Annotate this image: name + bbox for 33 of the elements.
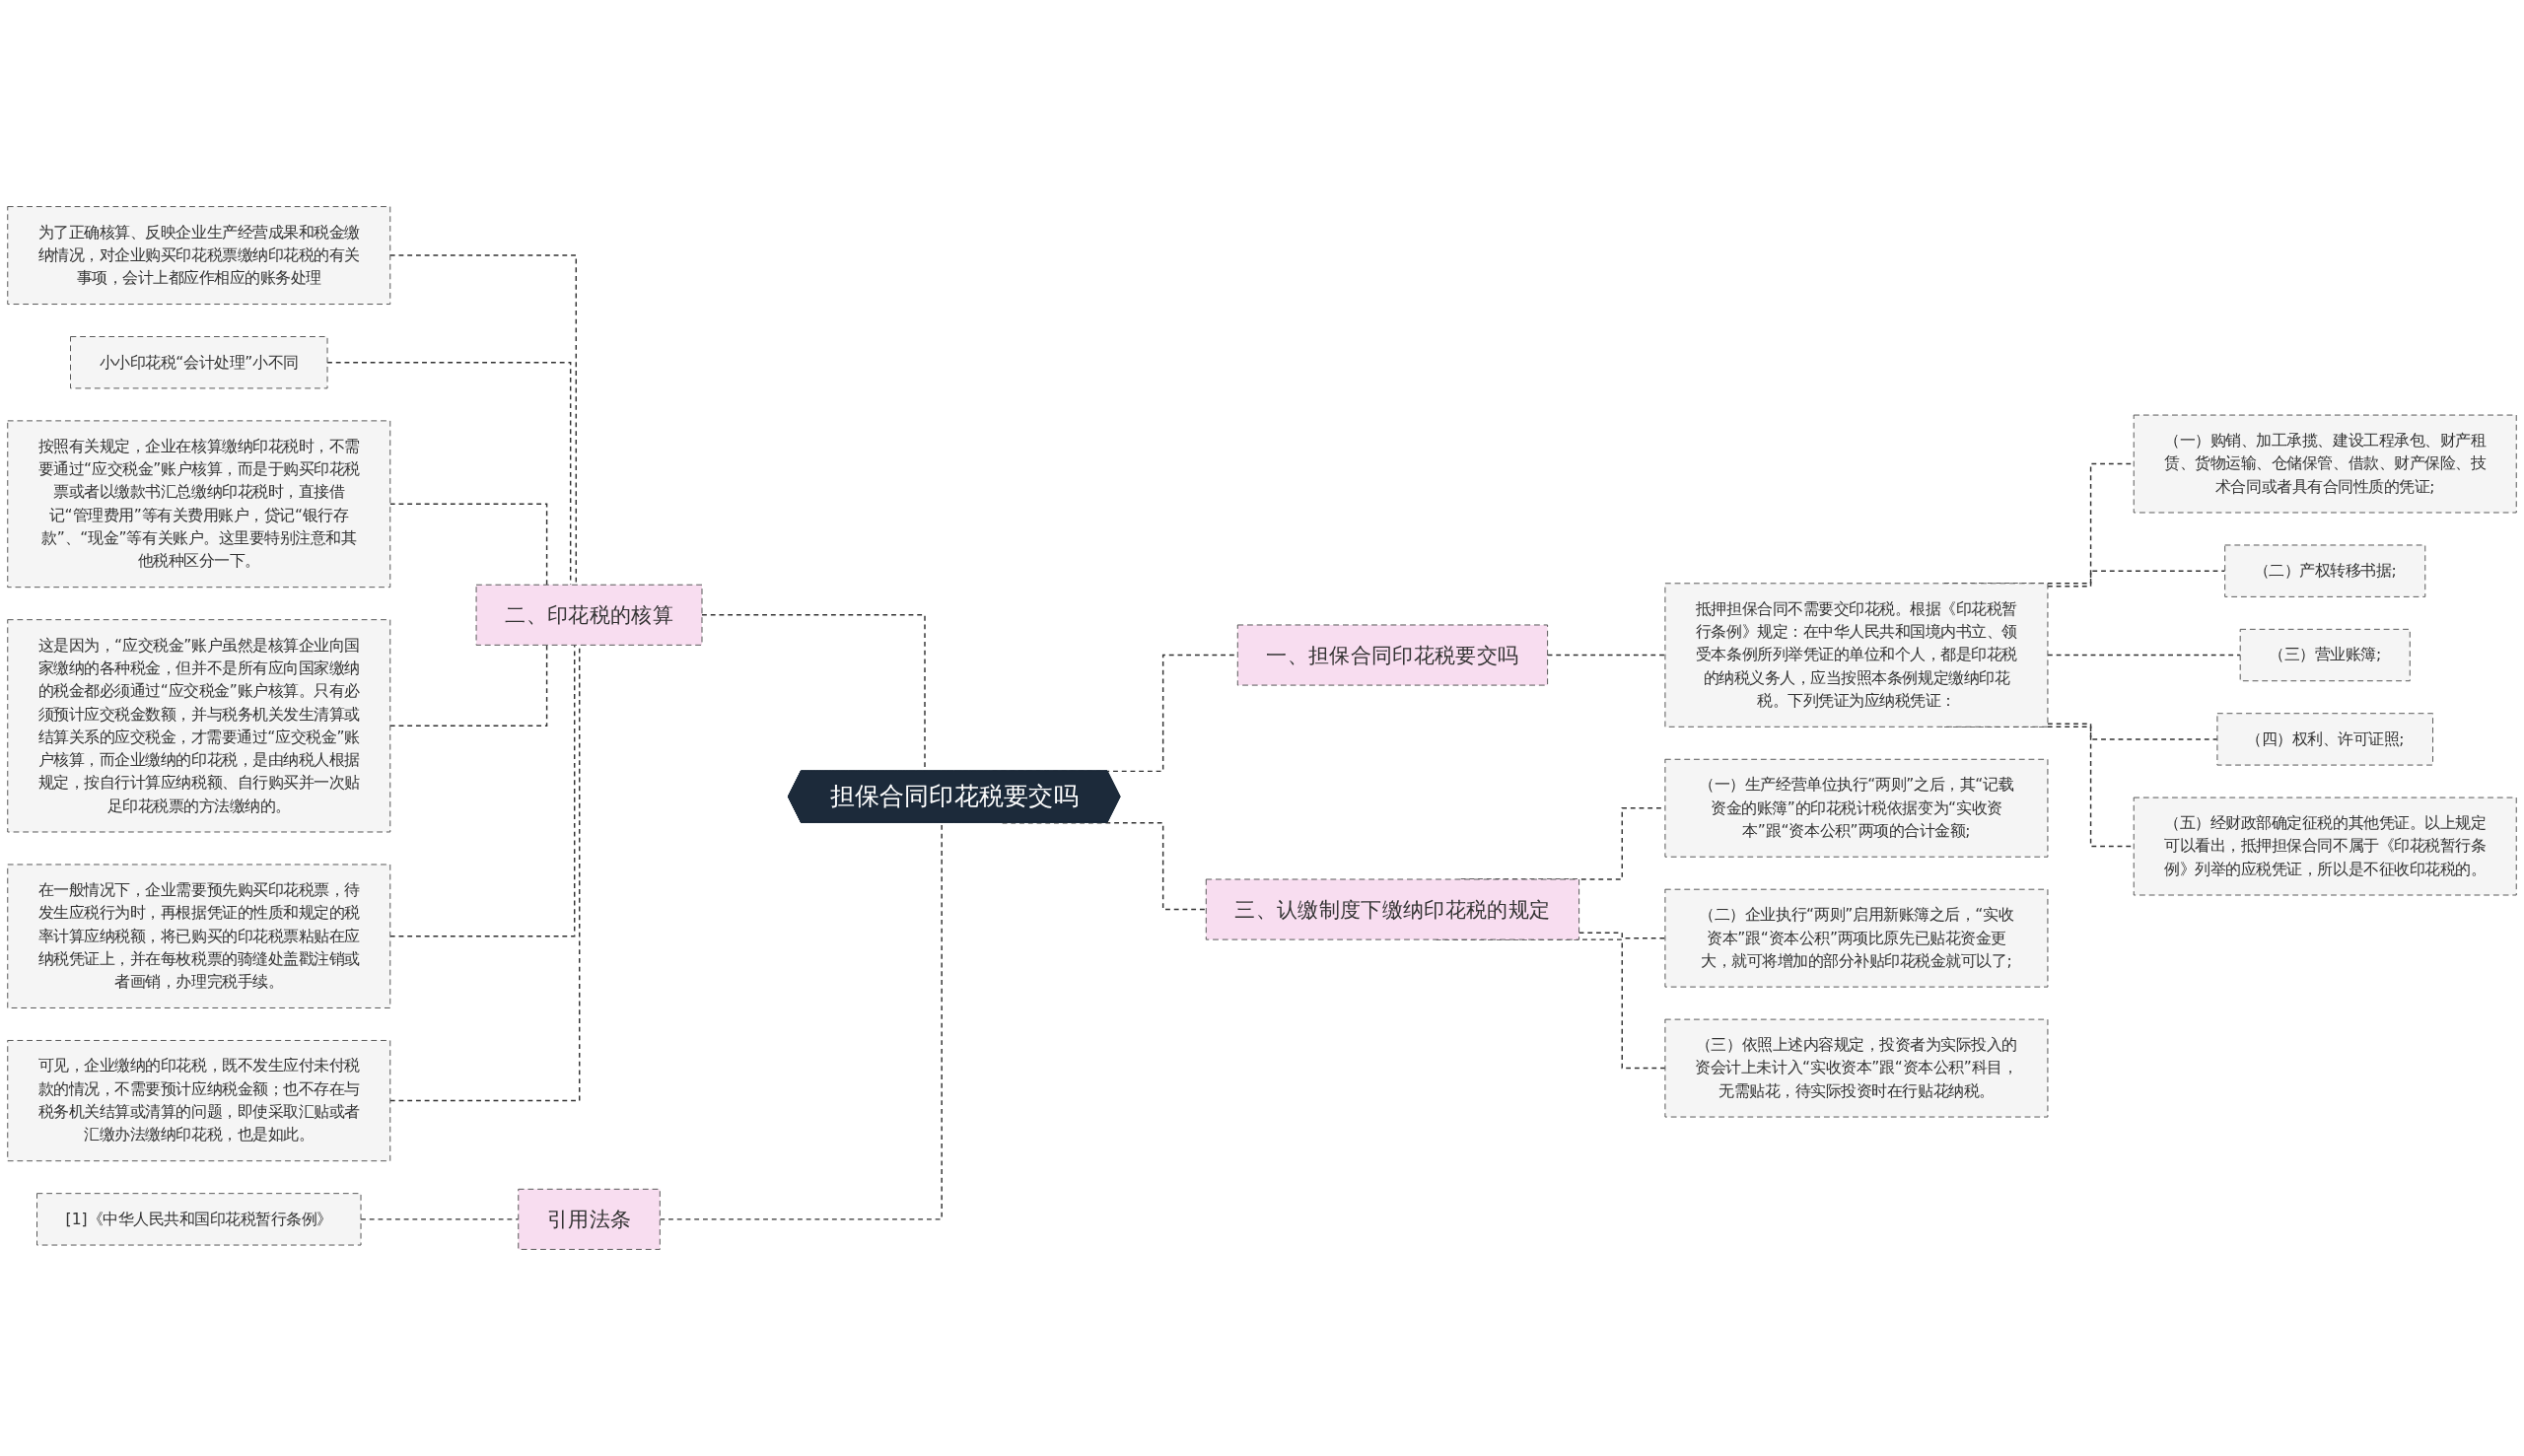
node-box: 在一般情况下，企业需要预先购买印花税票，待发生应税行为时，再根据凭证的性质和规定的税率计算应纳税额，将已购买的印花税票粘贴在应纳税凭证上，并在每枚税票的骑缝处盖戳注销或者画销，办理完税手续。 bbox=[7, 864, 391, 1008]
node-box: （四）权利、许可证照; bbox=[2216, 713, 2434, 766]
connector bbox=[1578, 932, 1666, 939]
connector bbox=[389, 644, 576, 937]
node-box: 小小印花税“会计处理”小不同 bbox=[70, 336, 328, 389]
node-box: （三）营业账簿; bbox=[2239, 628, 2411, 682]
node-box: （五）经财政部确定征税的其他凭证。以上规定可以看出，抵押担保合同不属于《印花税暂行条例》列举的应税凭证，所以是不征收印花税的。 bbox=[2133, 797, 2517, 896]
node-box: 二、印花税的核算 bbox=[475, 584, 703, 646]
node-box: 为了正确核算、反映企业生产经营成果和税金缴纳情况，对企业购买印花税票缴纳印花税的有关事项，会计上都应作相应的账务处理 bbox=[7, 206, 391, 305]
connector bbox=[389, 254, 577, 586]
node-box: [1]《中华人民共和国印花税暂行条例》 bbox=[36, 1193, 362, 1246]
node-box: （一）购销、加工承揽、建设工程承包、财产租赁、货物运输、仓储保管、借款、财产保险、技术合同或者具有合同性质的凭证; bbox=[2133, 414, 2517, 514]
connector bbox=[1546, 654, 1666, 657]
connector bbox=[659, 822, 943, 1220]
connector bbox=[2047, 654, 2241, 657]
connector bbox=[2047, 723, 2218, 740]
node-box: （二）企业执行“两则”启用新账簿之后，“实收资本”跟“资本公积”两项比原先已贴花资金更大，就可将增加的部分补贴印花税金就可以了; bbox=[1664, 888, 2049, 988]
connector bbox=[389, 644, 581, 1102]
node-box: 引用法条 bbox=[518, 1188, 661, 1250]
node-box: （三）依照上述内容规定，投资者为实际投入的资会计上未计入“实收资本”跟“资本公积”科目，无需贴花，待实际投资时在行贴花纳税。 bbox=[1664, 1018, 2049, 1118]
node-box: 这是因为，“应交税金”账户虽然是核算企业向国家缴纳的各种税金，但并不是所有应向国家缴纳的税金都必须通过“应交税金”账户核算。只有必须预计应交税金数额，并与税务机关发生清算或结算关系的应交税金，才需要通过“应交税金”账户核算，而企业缴纳的印花税，是由纳税人根据规定，按自行计算应纳税额、自行购买并一次贴足印花税票的方法缴纳的。 bbox=[7, 619, 391, 833]
node-box: （二）产权转移书据; bbox=[2224, 544, 2426, 597]
connector bbox=[2047, 570, 2226, 588]
node-box: 一、担保合同印花税要交吗 bbox=[1236, 624, 1549, 686]
node-box: 按照有关规定，企业在核算缴纳印花税时，不需要通过“应交税金”账户核算，而是于购买印花税票或者以缴款书汇总缴纳印花税时，直接借记“管理费用”等有关费用账户，贷记“银行存款”、“现金”等有关账户。这里要特别注意和其他税种区分一下。 bbox=[7, 420, 391, 589]
connector bbox=[360, 1218, 520, 1220]
node-box: 可见，企业缴纳的印花税，既不发生应付未付税款的情况，不需要预计应纳税金额；也不存在与税务机关结算或清算的问题，即使采取汇贴或者汇缴办法缴纳印花税，也是如此。 bbox=[7, 1039, 391, 1162]
connector bbox=[389, 503, 548, 586]
connector bbox=[389, 644, 548, 728]
node-box: 三、认缴制度下缴纳印花税的规定 bbox=[1205, 878, 1580, 940]
connector bbox=[326, 361, 572, 586]
node-box: 抵押担保合同不需要交印花税。根据《印花税暂行条例》规定：在中华人民共和国境内书立、领受本条例所列举凭证的单位和个人，都是印花税的纳税义务人，应当按照本条例规定缴纳印花税。下列凭证为应纳税凭证： bbox=[1664, 583, 2049, 728]
node-box: （一）生产经营单位执行“两则”之后，其“记载资金的账簿”的印花税计税依据变为“实收资本”跟“资本公积”两项的合计金额; bbox=[1664, 758, 2049, 858]
